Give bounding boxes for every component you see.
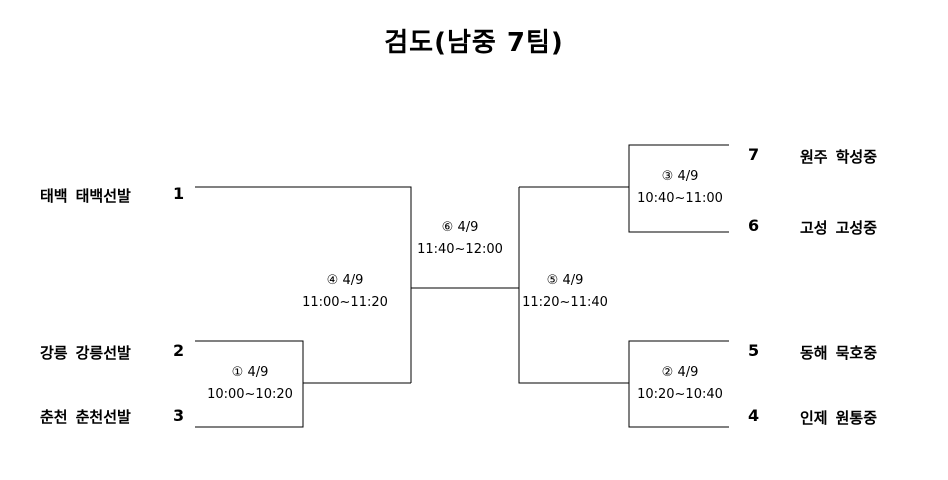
match-time: 11:20~11:40: [522, 295, 608, 310]
match-time: 11:00~11:20: [302, 295, 388, 310]
team-name: 고성중: [835, 219, 878, 237]
team-name: 묵호중: [835, 344, 878, 362]
team-name: 춘천선발: [75, 408, 131, 426]
team-region: 강릉: [40, 344, 68, 362]
seed-5: 5: [748, 341, 760, 360]
seed-4: 4: [748, 406, 760, 425]
line-match3: [628, 144, 729, 233]
match-number: ④: [326, 273, 339, 288]
match-6: ⑥ 4/9 11:40~12:00: [410, 217, 510, 261]
team-4: 인제 원통중: [800, 407, 877, 428]
match-number: ①: [231, 365, 244, 380]
match-date: 4/9: [677, 365, 699, 380]
match-time: 10:40~11:00: [637, 191, 723, 206]
line-team1: [195, 186, 412, 383]
team-name: 학성중: [835, 148, 878, 166]
team-region: 춘천: [40, 408, 68, 426]
match-4: ④ 4/9 11:00~11:20: [295, 270, 395, 314]
team-region: 고성: [800, 219, 828, 237]
team-name: 원통중: [835, 409, 878, 427]
page-title: 검도(남중 7팀): [384, 28, 564, 58]
match-time: 10:20~10:40: [637, 387, 723, 402]
seed-7: 7: [748, 145, 760, 164]
team-region: 동해: [800, 344, 828, 362]
match-date: 4/9: [562, 273, 584, 288]
match-time: 10:00~10:20: [207, 387, 293, 402]
match-date: 4/9: [342, 273, 364, 288]
match-1: ① 4/9 10:00~10:20: [200, 362, 300, 406]
match-5: ⑤ 4/9 11:20~11:40: [515, 270, 615, 314]
team-region: 태백: [40, 187, 68, 205]
match-date: 4/9: [247, 365, 269, 380]
match-number: ②: [661, 365, 674, 380]
team-6: 고성 고성중: [800, 217, 877, 238]
seed-1: 1: [173, 184, 185, 203]
line-match2: [628, 340, 729, 428]
match-date: 4/9: [677, 169, 699, 184]
team-region: 인제: [800, 409, 828, 427]
match-2: ② 4/9 10:20~10:40: [630, 362, 730, 406]
team-7: 원주 학성중: [800, 146, 877, 167]
team-name: 강릉선발: [75, 344, 131, 362]
match-number: ③: [661, 169, 674, 184]
team-5: 동해 묵호중: [800, 342, 877, 363]
line-match1: [195, 340, 304, 428]
match-number: ⑥: [441, 220, 454, 235]
match-3: ③ 4/9 10:40~11:00: [630, 166, 730, 210]
match-number: ⑤: [546, 273, 559, 288]
seed-2: 2: [173, 341, 185, 360]
team-1: 태백 태백선발: [40, 185, 131, 206]
team-region: 원주: [800, 148, 828, 166]
team-2: 강릉 강릉선발: [40, 342, 131, 363]
team-3: 춘천 춘천선발: [40, 406, 131, 427]
match-time: 11:40~12:00: [417, 242, 503, 257]
line-right-semi: [518, 187, 629, 384]
seed-6: 6: [748, 216, 760, 235]
team-name: 태백선발: [75, 187, 131, 205]
seed-3: 3: [173, 406, 185, 425]
match-date: 4/9: [457, 220, 479, 235]
